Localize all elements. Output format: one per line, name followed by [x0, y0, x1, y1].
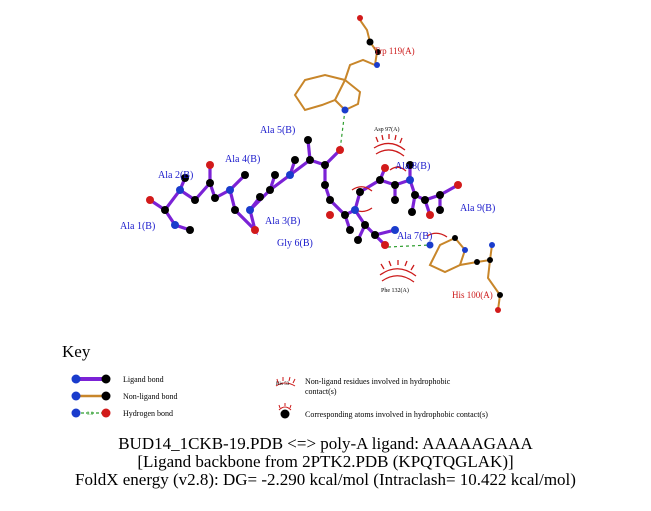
label-ala-9: Ala 9(B) [460, 203, 495, 214]
label-ala-5: Ala 5(B) [260, 125, 295, 136]
key-hydrophobic-residues-line1: Non-ligand residues involved in hydropho… [305, 377, 451, 386]
caption-line-3: FoldX energy (v2.8): DG= -2.290 kcal/mol… [75, 470, 576, 489]
key-ligand-bond-sample [71, 374, 111, 384]
key-hydrogen-bond-label: Hydrogen bond [123, 409, 173, 418]
label-ala-8: Ala 8(B) [395, 161, 430, 172]
label-ala-2: Ala 2(B) [158, 170, 193, 181]
label-phe-132: Phe 132(A) [381, 287, 409, 294]
key-hydrophobic-residues-line2: contact(s) [305, 387, 337, 396]
caption-line-2: [Ligand backbone from 2PTK2.PDB (KPQTQGL… [137, 452, 514, 471]
label-trp-119: Trp 119(A) [374, 46, 415, 56]
key-non-ligand-bond-label: Non-ligand bond [123, 392, 177, 401]
label-gly-6: Gly 6(B) [277, 238, 313, 249]
label-ala-3: Ala 3(B) [265, 216, 300, 227]
label-his-100: His 100(A) [452, 290, 493, 300]
key-hydrophobic-residue-sample [275, 376, 296, 387]
label-ala-4: Ala 4(B) [225, 154, 260, 165]
label-asp-97: Asp 97(A) [374, 126, 400, 133]
ligand-bonds [148, 138, 460, 247]
caption: BUD14_1CKB-19.PDB <=> poly-A ligand: AAA… [0, 435, 651, 489]
key-non-ligand-bond-sample [71, 391, 111, 401]
key-hbond-length: 3.0 [87, 412, 94, 417]
key-his-example: His 53 [276, 382, 290, 387]
hydrogen-bonds [339, 109, 431, 248]
label-ala-7: Ala 7(B) [397, 231, 432, 242]
atoms [146, 15, 503, 313]
key-hydrophobic-atoms-label: Corresponding atoms involved in hydropho… [305, 410, 488, 419]
hydrophobic-arcs [351, 134, 448, 283]
key-ligand-bond-label: Ligand bond [123, 375, 164, 384]
key-legend: Ligand bond Non-ligand bond 3.0 Hydrogen… [71, 374, 488, 419]
label-ala-1: Ala 1(B) [120, 221, 155, 232]
key-title: Key [62, 342, 91, 361]
key-hydrogen-bond-sample [71, 408, 111, 418]
ligplot-diagram: Ala 1(B) Ala 2(B) Ala 3(B) Ala 4(B) Ala … [120, 15, 503, 313]
key-hydrophobic-atom-sample [278, 403, 292, 419]
caption-line-1: BUD14_1CKB-19.PDB <=> poly-A ligand: AAA… [118, 434, 533, 453]
